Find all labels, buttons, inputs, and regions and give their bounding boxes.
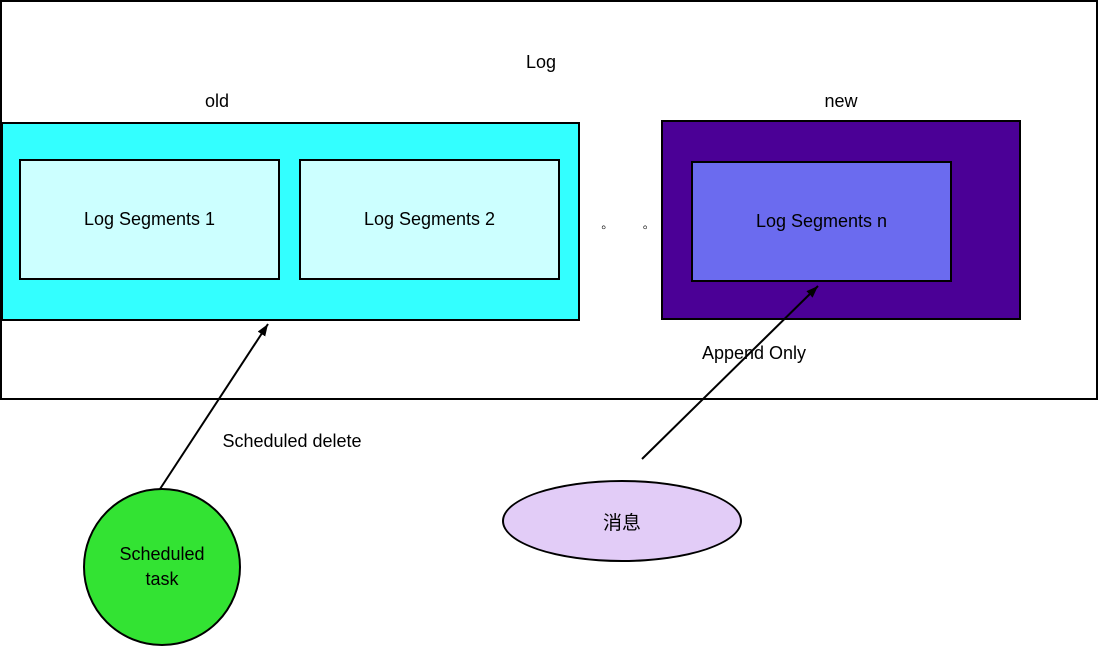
- new-region-label: new: [824, 91, 858, 111]
- message-label: 消息: [602, 512, 641, 534]
- log-segment-2-label: Log Segments 2: [363, 209, 496, 229]
- append-only-label: Append Only: [701, 343, 807, 363]
- scheduled-delete-label: Scheduled delete: [222, 431, 362, 451]
- scheduled-task-label-line1: Scheduled: [119, 544, 205, 564]
- scheduled-task-label-line2: task: [145, 569, 179, 589]
- message-node: 消息: [502, 480, 742, 562]
- old-region-label: old: [204, 91, 230, 111]
- scheduled-task-node: Scheduled task: [83, 488, 241, 646]
- log-segment-1-label: Log Segments 1: [83, 209, 216, 229]
- log-title: Log: [525, 52, 557, 72]
- log-segment-1-box: Log Segments 1: [19, 159, 280, 280]
- log-segment-2-box: Log Segments 2: [299, 159, 560, 280]
- log-segment-n-box: Log Segments n: [691, 161, 952, 282]
- log-segment-n-label: Log Segments n: [755, 211, 888, 231]
